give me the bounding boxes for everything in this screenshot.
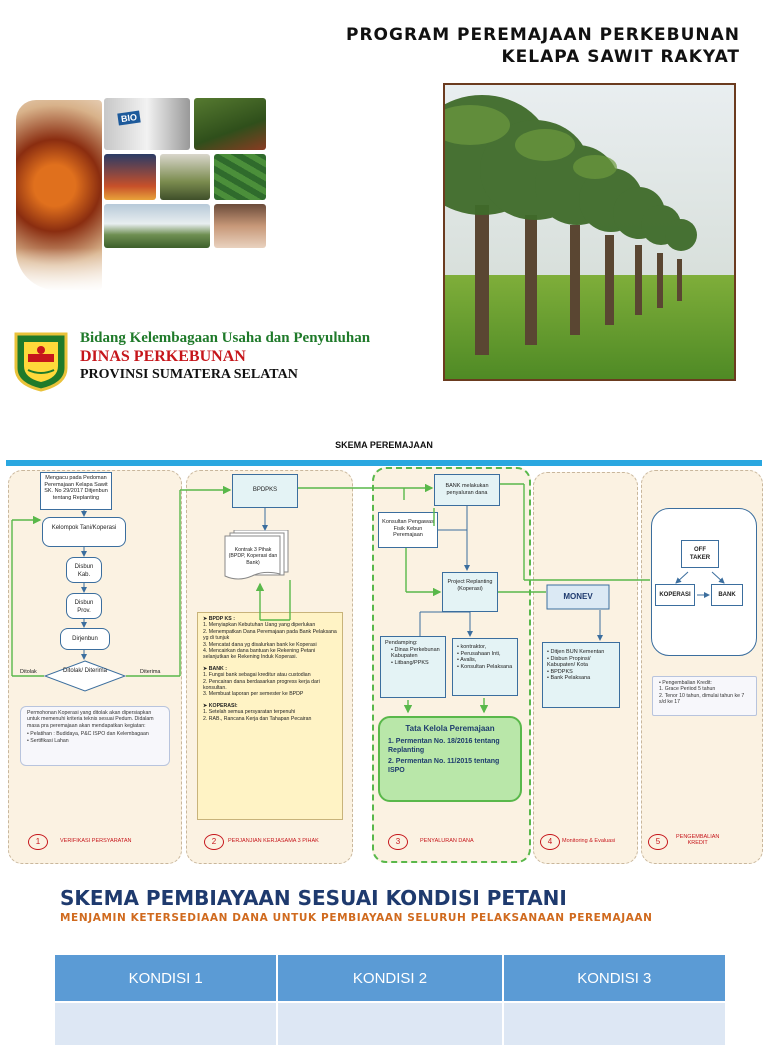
role-heading: ➤ BANK : xyxy=(203,665,227,672)
step-1-badge: 1 xyxy=(28,834,48,850)
role-item: 2. Pencairan dana berdasarkan progress k… xyxy=(203,678,320,692)
flow-connectors xyxy=(11,483,725,714)
reject-item: • Sertifikasi Lahan xyxy=(27,737,69,744)
disbun-kab-box: Disbun Kab. xyxy=(66,557,102,583)
tata-kelola-box: Tata Kelola Peremajaan 1. Permentan No. … xyxy=(378,716,522,802)
skema-heading: SKEMA PEREMAJAAN xyxy=(335,440,433,450)
kontraktor-item: • Perusahaan Inti, xyxy=(457,650,501,657)
bank-penyaluran-box: BANK melakukan penyaluran dana xyxy=(434,474,500,506)
koperasi-box: KOPERASI xyxy=(655,584,695,606)
section-title: SKEMA PEMBIAYAAN SESUAI KONDISI PETANI xyxy=(60,886,567,910)
tata-title: Tata Kelola Peremajaan xyxy=(405,724,495,733)
kredit-item: 2. Tenor 10 tahun, dimulai tahun ke 7 s/… xyxy=(659,692,745,706)
sumsel-emblem-icon xyxy=(14,332,68,392)
reject-note: Permohonan Koperasi yang ditolak akan di… xyxy=(20,706,170,766)
biodiesel-pump-image: BIO xyxy=(104,98,190,150)
step-5-label-line1: PENGEMBALIAN xyxy=(676,834,720,840)
power-tower-image xyxy=(104,154,156,200)
pendamping-item: • Litbang/PPKS xyxy=(391,659,429,666)
offtaker-box: OFF TAKER xyxy=(681,540,719,568)
monev-item: • Ditjen BUN Kementan xyxy=(547,649,605,655)
kondisi-header: KONDISI 3 xyxy=(502,955,725,1002)
tata-item: 1. Permentan No. 18/2016 tentang Replant… xyxy=(388,738,500,754)
bpdpks-box: BPDPKS xyxy=(232,474,298,508)
kredit-item: 1. Grace Periiod 5 tahun xyxy=(659,686,716,693)
project-replanting-box: Project Replanting (Koperasi) xyxy=(442,572,498,612)
palm-plantation-aerial-image xyxy=(214,154,266,200)
org-division: Bidang Kelembagaan Usaha dan Penyuluhan xyxy=(80,330,371,346)
role-item: 2. RAB., Rancana Kerja dan Tahapan Pecai… xyxy=(203,715,312,722)
photo-collage: BIO xyxy=(16,96,268,292)
biodiesel-label: BIO xyxy=(117,110,141,126)
reference-note: Mengacu pada Pedoman Peremajaan Kelapa S… xyxy=(40,472,112,510)
pendamping-title: Pendamping: xyxy=(385,640,418,646)
step-4-badge: 4 xyxy=(540,834,560,850)
kontrak-document-icon xyxy=(224,530,289,580)
step-1-label: VERIFIKASI PERSYARATAN xyxy=(60,838,132,844)
kelompok-tani-box: Kelompok Tani/Koperasi xyxy=(42,517,126,547)
bank-box: BANK xyxy=(711,584,743,606)
monev-callout xyxy=(546,584,610,610)
page-title-line2: KELAPA SAWIT RAKYAT xyxy=(501,47,740,67)
monev-item: • BPDPKS xyxy=(547,668,573,675)
step-5-label: PENGEMBALIAN KREDIT xyxy=(676,834,719,846)
decision-label: Ditolak/ Diterima xyxy=(62,668,107,674)
monev-label: MONEV xyxy=(563,592,593,601)
diterima-label: Diterima xyxy=(140,669,161,675)
decision-diamond xyxy=(44,660,126,692)
monev-item: • Disbun Propinsi/ Kabupaten/ Kota xyxy=(547,655,591,669)
role-item: 2. Menempatkan Dana Peremajaan pada Bank… xyxy=(203,628,337,642)
page-title-line1: PROGRAM PEREMAJAAN PERKEBUNAN xyxy=(346,25,740,45)
role-item: 3. Membuat laporan per semester ke BPDP xyxy=(203,691,304,698)
child-image xyxy=(214,204,266,248)
step-4-label: Monitoring & Evaluasi xyxy=(562,838,616,844)
role-item: 1. Fungsi bank sebagai kreditur atau cus… xyxy=(203,672,311,679)
pendamping-box: Pendamping: • Dinas Perkebunan Kabupaten… xyxy=(380,636,446,698)
ditolak-label: Ditolak xyxy=(20,669,37,675)
monev-list: • Ditjen BUN Kementan • Disbun Propinsi/… xyxy=(542,642,620,708)
step-3-badge: 3 xyxy=(388,834,408,850)
kontraktor-item: • kontraktor, xyxy=(457,644,487,650)
role-heading: ➤ KOPERASI: xyxy=(203,702,238,709)
step-2-badge: 2 xyxy=(204,834,224,850)
refinery-plant-image xyxy=(104,204,210,248)
kontraktor-box: • kontraktor, • Perusahaan Inti, • Avali… xyxy=(452,638,518,696)
palm-harvest-image xyxy=(194,98,266,150)
kredit-heading: • Pengembalian Kredit: xyxy=(659,680,712,686)
kondisi-header: KONDISI 1 xyxy=(55,955,279,1002)
step-2-label: PERJANJIAN KERJASAMA 3 PIHAK xyxy=(228,838,319,844)
kontraktor-item: • Konsultan Pelaksana xyxy=(457,663,513,670)
section-subtitle: MENJAMIN KETERSEDIAAN DANA UNTUK PEMBIAY… xyxy=(60,912,653,924)
tata-item: 2. Permentan No. 11/2015 tentang ISPO xyxy=(388,758,500,774)
palm-plantation-photo xyxy=(443,83,736,381)
step-3-label: PENYALURAN DANA xyxy=(420,838,474,844)
relationship-frame xyxy=(651,508,757,656)
step-5-badge: 5 xyxy=(648,834,668,850)
pendamping-item: • Dinas Perkebunan Kabupaten xyxy=(391,646,440,660)
reject-item: • Pelatihan : Budidaya, P&C ISPO dan Kel… xyxy=(27,731,149,738)
org-agency: DINAS PERKEBUNAN xyxy=(80,348,246,365)
role-item: 1. Setelah semua persyaratan terpenuhi xyxy=(203,709,296,716)
dirjenbun-box: Dirjenbun xyxy=(60,628,110,650)
worker-field-image xyxy=(160,154,210,200)
kredit-note: • Pengembalian Kredit: 1. Grace Periiod … xyxy=(652,676,757,716)
kontraktor-item: • Avalis, xyxy=(457,657,477,664)
kondisi-header: KONDISI 2 xyxy=(277,955,504,1002)
kondisi-table: KONDISI 1 KONDISI 2 KONDISI 3 xyxy=(55,955,725,1045)
kontrak-label: Kontrak 3 Pihak (BPDP, Koperasi dan Bank… xyxy=(228,547,278,566)
role-item: 1. Menyiapkan Kebutuhan Uang yang diperl… xyxy=(203,622,316,629)
step-5-label-line2: KREDIT xyxy=(687,840,708,846)
role-heading: ➤ BPDP KS : xyxy=(203,616,235,622)
role-item: 3. Mencatat dana yg disalurkan bank ke K… xyxy=(203,641,317,648)
role-item: 4. Mencairkan dana bantuan ke Rekening P… xyxy=(203,648,316,661)
roles-note: ➤ BPDP KS : 1. Menyiapkan Kebutuhan Uang… xyxy=(197,612,343,820)
reject-note-text: Permohonan Koperasi yang ditolak akan di… xyxy=(27,710,154,729)
divider-rule xyxy=(6,460,762,466)
disbun-prov-box: Disbun Prov. xyxy=(66,593,102,619)
monev-item: • Bank Pelaksana xyxy=(547,675,591,682)
konsultan-box: Konsultan Pengawas Fisik Kebun Peremajaa… xyxy=(378,512,438,548)
org-province: PROVINSI SUMATERA SELATAN xyxy=(80,367,298,382)
